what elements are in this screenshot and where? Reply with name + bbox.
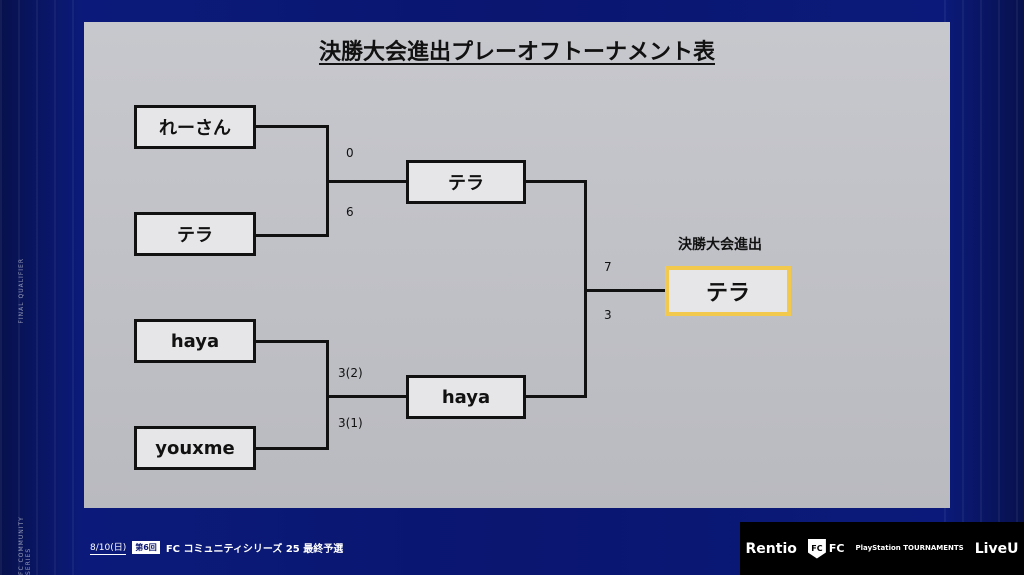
advance-label: 決勝大会進出 (678, 237, 762, 253)
footer-round-badge: 第6回 (132, 541, 160, 554)
connector-line (326, 395, 406, 398)
footer-series-title: FC コミュニティシリーズ 25 最終予選 (165, 544, 344, 555)
fc-shield-icon: FC (807, 538, 826, 559)
bracket-title-text: 決勝大会進出プレーオフトーナメント表 (318, 40, 715, 65)
rentio-logo: Rentio (745, 540, 797, 557)
round1-player-3: haya (134, 319, 256, 363)
connector-line (256, 340, 328, 343)
connector-line (526, 395, 586, 398)
connector-line (256, 447, 328, 450)
bracket-title: 決勝大会進出プレーオフトーナメント表 (84, 34, 950, 66)
side-text-top: FINAL QUALIFIER (18, 258, 25, 324)
score-r1-bottom-b: 3(1) (338, 416, 363, 430)
final-winner-box: テラ (665, 266, 791, 316)
playstation-tournaments-logo: PlayStation TOURNAMENTS (855, 544, 964, 553)
score-r1-top-b: 3(2) (338, 366, 363, 380)
footer-event-info: 8/10(日) 第6回 FC コミュニティシリーズ 25 最終予選 (90, 540, 343, 555)
side-text-bottom: FC COMMUNITY SERIES (18, 516, 32, 575)
score-r1-top: 0 (346, 146, 354, 160)
liveu-logo: LiveU (974, 540, 1019, 557)
connector-line (526, 180, 586, 183)
right-stripe-decoration (944, 0, 1024, 575)
score-final-top: 7 (604, 260, 612, 274)
score-r1-bottom: 6 (346, 205, 354, 219)
bracket-panel: 決勝大会進出プレーオフトーナメント表 れーさん テラ haya youxme 0… (84, 22, 950, 508)
footer-date: 8/10(日) (90, 540, 127, 555)
round1-player-2: テラ (134, 212, 256, 256)
semifinal-player-top: テラ (406, 160, 526, 204)
sponsor-bar: Rentio FC FC PlayStation TOURNAMENTS Liv… (740, 522, 1024, 575)
fc-logo-text: FC (828, 542, 845, 555)
left-stripe-decoration (0, 0, 80, 575)
round1-player-4: youxme (134, 426, 256, 470)
semifinal-player-bottom: haya (406, 375, 526, 419)
fc-logo: FC FC (807, 538, 845, 559)
connector-line (256, 234, 328, 237)
score-final-bottom: 3 (604, 308, 612, 322)
connector-line (326, 180, 406, 183)
round1-player-1: れーさん (134, 105, 256, 149)
connector-line (256, 125, 328, 128)
connector-line (584, 289, 666, 292)
